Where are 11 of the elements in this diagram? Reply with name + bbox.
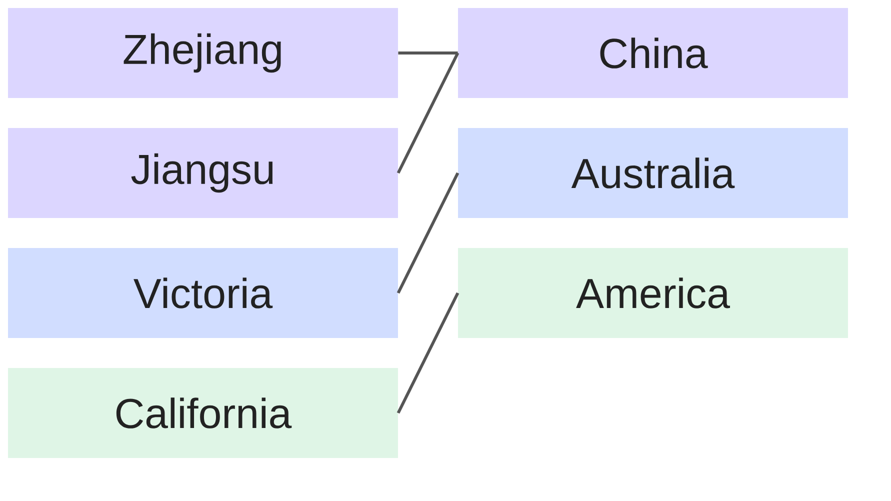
text-box: Australia <box>458 128 848 218</box>
connector-line <box>396 292 460 414</box>
text-box: Victoria <box>8 248 398 338</box>
text-box: China <box>458 8 848 98</box>
text-box: Jiangsu <box>8 128 398 218</box>
connector-line <box>396 172 460 294</box>
connector-line <box>396 52 460 174</box>
text-box: California <box>8 368 398 458</box>
text-box: America <box>458 248 848 338</box>
text-box: Zhejiang <box>8 8 398 98</box>
connector-line <box>398 52 458 54</box>
